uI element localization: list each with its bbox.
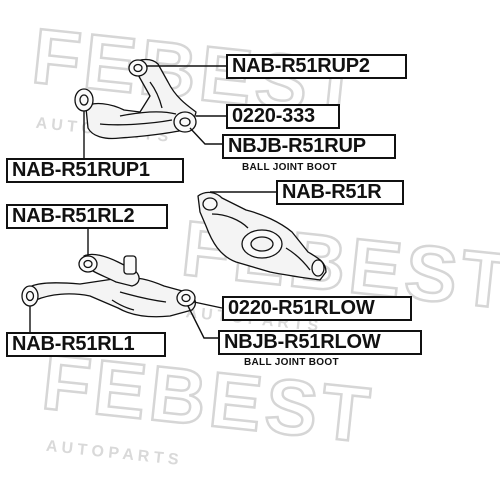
watermark-tagline: A U T O P A R T S — [45, 438, 179, 469]
caption-lower-ball-joint-boot: BALL JOINT BOOT — [244, 357, 339, 368]
lower-ball-joint — [176, 289, 196, 307]
upper-front-bushing — [74, 88, 94, 112]
label-rear-arm-bushing: NAB-R51R — [276, 180, 404, 205]
upper-rear-bushing — [128, 59, 148, 77]
label-lower-arm-bolt: 0220-R51RLOW — [222, 296, 412, 321]
upper-control-arm — [85, 58, 197, 140]
label-upper-ball-joint-boot: NBJB-R51RUP — [222, 134, 396, 159]
label-lower-arm-rear-bushing: NAB-R51RL2 — [6, 204, 168, 229]
leader-lines — [29, 65, 276, 339]
label-upper-arm-front-bushing: NAB-R51RUP1 — [6, 158, 184, 183]
caption-upper-ball-joint-boot: BALL JOINT BOOT — [242, 162, 337, 173]
label-lower-arm-front-bushing: NAB-R51RL1 — [6, 332, 166, 357]
rear-arm — [197, 191, 327, 281]
leader-lower-boot — [187, 305, 218, 339]
label-upper-arm-rear-bushing: NAB-R51RUP2 — [226, 54, 407, 79]
label-lower-ball-joint-boot: NBJB-R51RLOW — [218, 330, 422, 355]
leader-lower-bolt — [193, 301, 223, 309]
lower-control-arm — [27, 253, 197, 318]
leader-upper-boot — [189, 127, 222, 145]
upper-ball-joint — [173, 111, 197, 133]
label-upper-arm-bolt: 0220-333 — [226, 104, 340, 129]
lower-front-bushing — [21, 285, 39, 307]
lower-rear-bushing — [78, 255, 98, 273]
